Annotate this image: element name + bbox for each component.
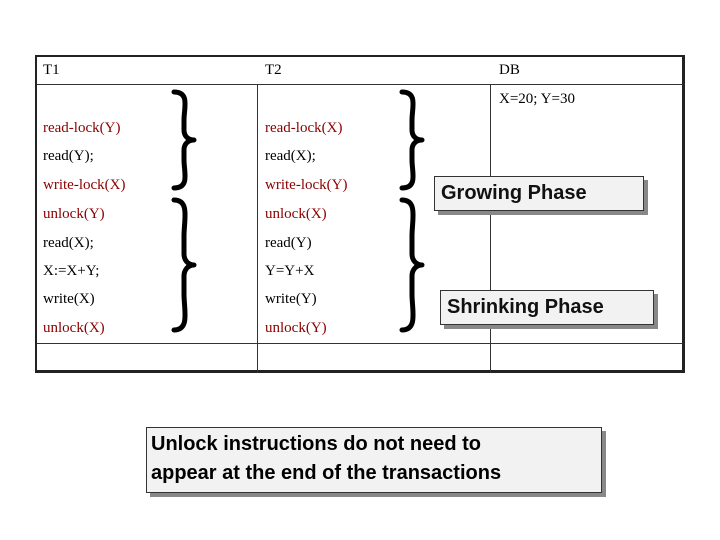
t1-growing-brace (171, 89, 197, 191)
t1-op-2: read(Y); (43, 148, 94, 164)
t1-op-5: read(X); (43, 235, 94, 251)
t2-op-4: unlock(X) (265, 206, 327, 222)
schedule-table (35, 55, 685, 373)
header-t2: T2 (265, 62, 282, 78)
shrinking-phase-label: Shrinking Phase (440, 290, 654, 325)
t1-op-7: write(X) (43, 291, 95, 307)
t1-op-1: read-lock(Y) (43, 120, 121, 136)
unlock-note: Unlock instructions do not need to appea… (146, 427, 602, 493)
t1-shrinking-brace (171, 197, 197, 333)
header-db: DB (499, 62, 520, 78)
bottom-row-divider (37, 343, 683, 344)
db-initial-value: X=20; Y=30 (499, 91, 575, 107)
header-t1: T1 (43, 62, 60, 78)
t2-op-2: read(X); (265, 148, 316, 164)
column-divider-1 (257, 84, 258, 373)
t2-shrinking-brace (399, 197, 425, 333)
unlock-note-line-1: Unlock instructions do not need to (151, 433, 481, 455)
unlock-note-line-2: appear at the end of the transactions (151, 462, 502, 484)
header-divider (37, 84, 683, 85)
t2-op-1: read-lock(X) (265, 120, 343, 136)
t2-op-8: unlock(Y) (265, 320, 327, 336)
t2-op-3: write-lock(Y) (265, 177, 348, 193)
t2-op-7: write(Y) (265, 291, 317, 307)
t1-op-8: unlock(X) (43, 320, 105, 336)
t2-growing-brace (399, 89, 425, 191)
growing-phase-label: Growing Phase (434, 176, 644, 211)
column-divider-2 (490, 84, 491, 373)
t2-op-6: Y=Y+X (265, 263, 315, 279)
t1-op-4: unlock(Y) (43, 206, 105, 222)
t1-op-6: X:=X+Y; (43, 263, 100, 279)
t1-op-3: write-lock(X) (43, 177, 126, 193)
t2-op-5: read(Y) (265, 235, 312, 251)
